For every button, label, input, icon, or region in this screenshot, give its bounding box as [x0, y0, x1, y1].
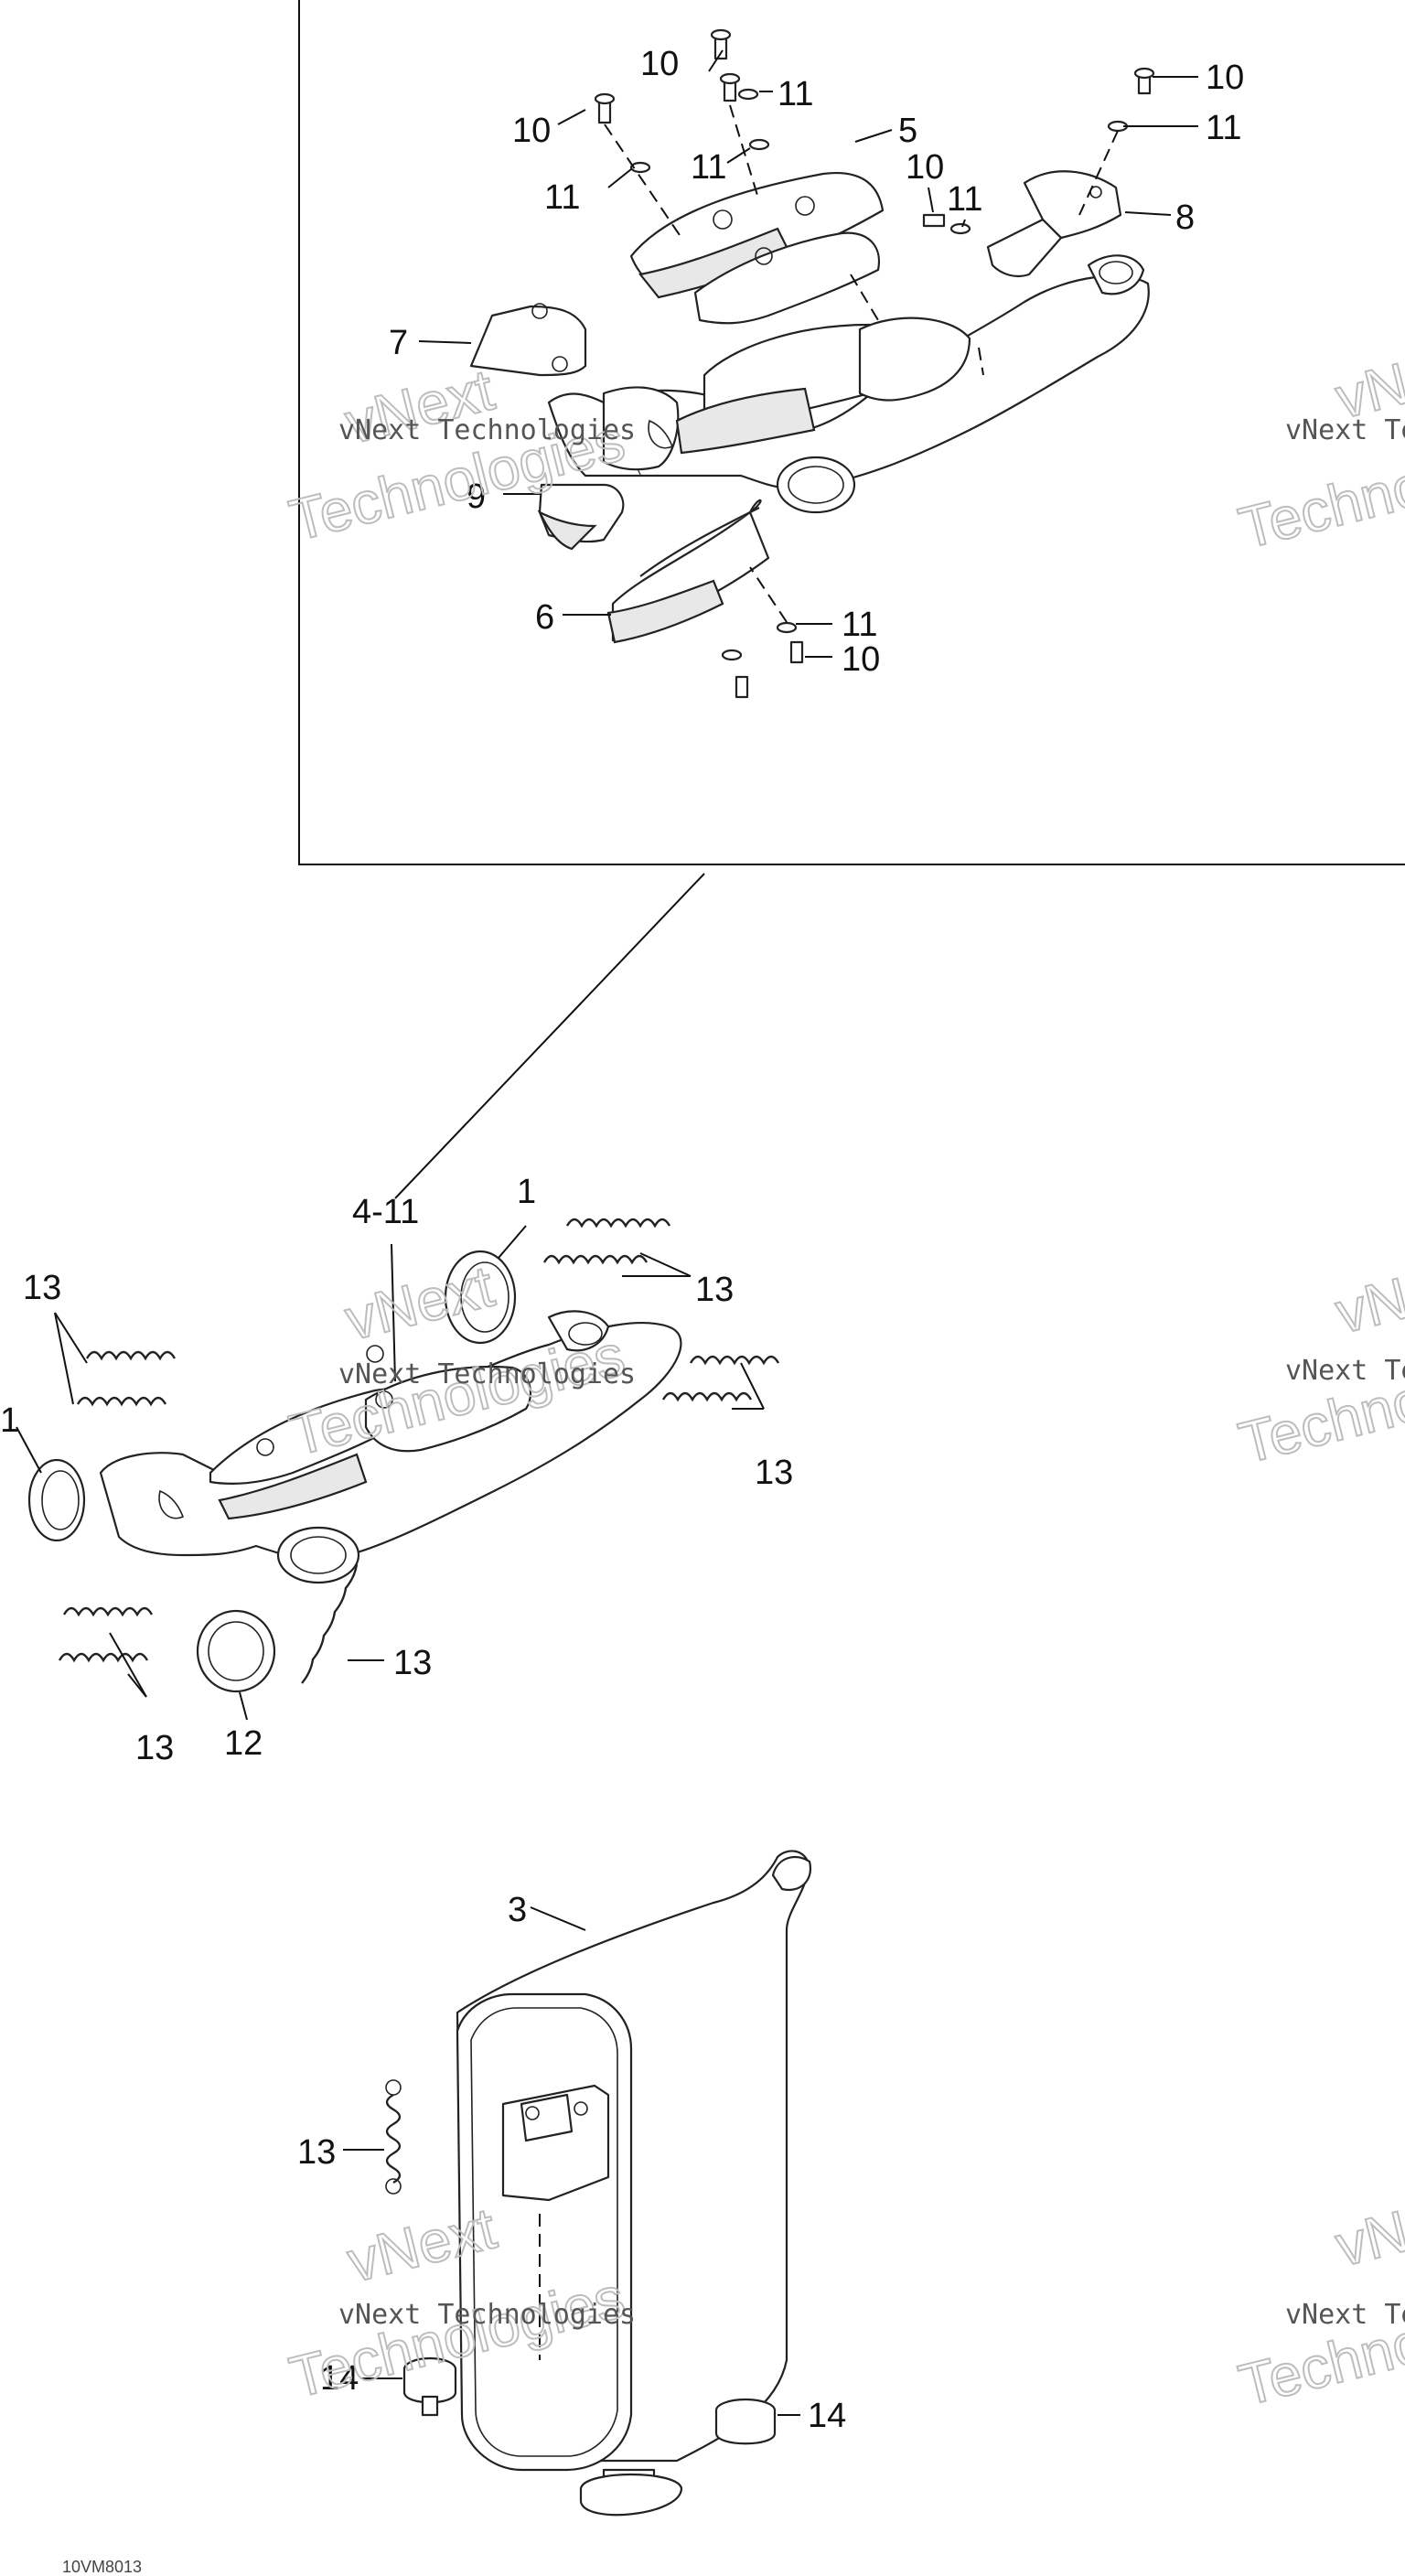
gasket-ring-1-upper [444, 1250, 517, 1345]
callout-1-upper: 1 [517, 1173, 536, 1211]
callout-10-b: 10 [640, 45, 679, 83]
bolts-and-washers [594, 28, 1155, 699]
detail-inset-frame [298, 0, 1405, 865]
callout-13-d: 13 [135, 1729, 174, 1767]
callout-13-e: 13 [393, 1644, 432, 1682]
watermark-2: vNext Technologies vNext Technologies [1232, 330, 1405, 563]
heat-shield-5 [629, 171, 885, 325]
callout-11-b: 11 [778, 75, 813, 113]
reference-code: 10VM8013 [62, 2558, 142, 2576]
plate-7 [469, 305, 587, 377]
svg-text:vNext: vNext [1329, 2179, 1405, 2279]
callout-14-right: 14 [808, 2397, 846, 2435]
svg-text:vNext Technologies: vNext Technologies [1285, 1355, 1405, 1387]
springs-13 [58, 1218, 780, 1684]
watermark-6: vNext Technologies vNext Technologies [1232, 2178, 1405, 2420]
callout-10-c: 10 [906, 148, 944, 187]
callout-11-e: 11 [1206, 109, 1241, 147]
detail-link-line [394, 873, 705, 1199]
svg-text:vNext Technologies: vNext Technologies [338, 2299, 636, 2331]
svg-text:vNext Technologies: vNext Technologies [338, 414, 636, 446]
callout-7: 7 [389, 324, 408, 362]
callout-11-a: 11 [544, 178, 580, 217]
heat-shield-6 [606, 499, 770, 644]
callout-13-c: 13 [23, 1269, 61, 1307]
callout-12: 12 [224, 1724, 263, 1763]
svg-text:vNext Technologies: vNext Technologies [1285, 414, 1405, 446]
callout-13-f: 13 [297, 2133, 336, 2172]
gasket-ring-12 [196, 1609, 276, 1693]
watermark-4: vNext Technologies vNext Technologies [1232, 1245, 1405, 1477]
svg-text:Technologies: Technologies [1233, 2271, 1405, 2418]
callout-8: 8 [1175, 199, 1195, 237]
callout-10-d: 10 [1206, 59, 1244, 97]
svg-text:vNext Technologies: vNext Technologies [338, 1358, 636, 1390]
svg-text:vNext Technologies: vNext Technologies [1285, 2299, 1405, 2331]
callout-9: 9 [467, 478, 486, 516]
callout-1-left: 1 [0, 1401, 19, 1440]
callout-10-e: 10 [842, 640, 880, 679]
gasket-ring-1-left [27, 1458, 86, 1542]
callout-13-a: 13 [695, 1271, 734, 1309]
callout-4-11: 4-11 [352, 1193, 419, 1231]
manifold-assembly [99, 1310, 682, 1584]
muffler-3 [456, 1850, 812, 2517]
bracket-8 [986, 170, 1122, 278]
callout-11-c: 11 [691, 148, 726, 187]
rubber-mount-14-right [714, 2398, 777, 2445]
callout-10-a: 10 [512, 112, 551, 150]
callout-3: 3 [508, 1891, 527, 1929]
callout-11-d: 11 [947, 180, 982, 219]
callout-14-left: 14 [320, 2359, 359, 2398]
spring-13-muffler [385, 2079, 402, 2195]
rubber-mount-14-left [402, 2356, 457, 2417]
callout-5: 5 [898, 112, 917, 150]
callout-11-f: 11 [842, 606, 877, 644]
callout-6: 6 [535, 598, 554, 637]
svg-text:vNext: vNext [1329, 1246, 1405, 1346]
inset-manifold [547, 254, 1150, 514]
callout-13-b: 13 [755, 1454, 793, 1492]
svg-text:Technologies: Technologies [1233, 1329, 1405, 1476]
